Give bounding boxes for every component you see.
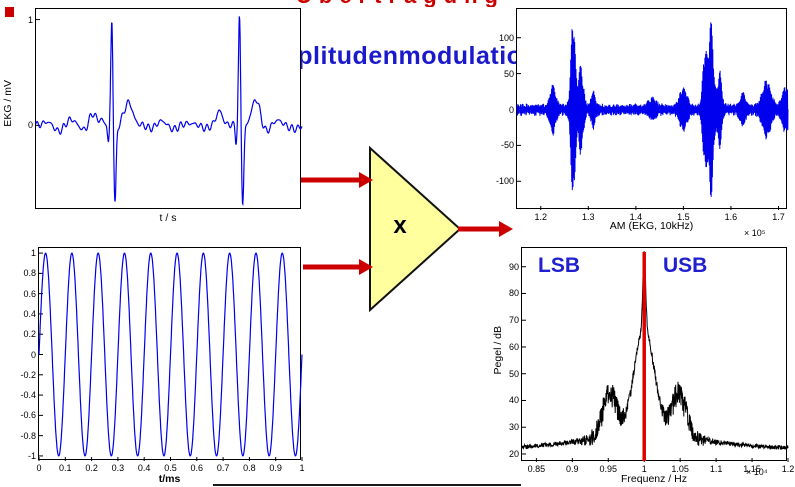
x-tick-label: 0.6 bbox=[190, 463, 204, 473]
y-tick-label: -0.8 bbox=[20, 430, 36, 441]
y-tick-label: 30 bbox=[508, 422, 519, 433]
x-tick-label: 1.1 bbox=[709, 464, 723, 474]
y-tick-label: 40 bbox=[508, 395, 519, 406]
y-tick-label: -100 bbox=[495, 176, 514, 187]
x-tick-label: 0.9 bbox=[566, 464, 579, 474]
y-tick-label: 0.8 bbox=[23, 268, 36, 279]
multiplier-symbol: x bbox=[393, 212, 407, 239]
x-tick-label: 1.2 bbox=[781, 464, 795, 474]
x-tick-label: 1 bbox=[299, 463, 305, 473]
y-tick-label: -0.6 bbox=[20, 410, 36, 421]
y-tick-label: 0 bbox=[508, 104, 514, 115]
multiplier-block bbox=[369, 145, 462, 313]
y-tick-label: 50 bbox=[503, 68, 514, 79]
x-tick-label: 0.4 bbox=[137, 463, 151, 473]
lsb-label: LSB bbox=[538, 254, 580, 277]
y-tick-label: 100 bbox=[498, 32, 514, 43]
am-x-axis-label: AM (EKG, 10kHz) bbox=[609, 220, 694, 232]
spectrum-x-axis-label: Frequenz / Hz bbox=[621, 473, 687, 485]
x-tick-label: 1.15 bbox=[743, 464, 761, 474]
y-tick-label: 0 bbox=[30, 349, 36, 360]
y-tick-label: 0.6 bbox=[23, 288, 36, 299]
am-trace-path bbox=[516, 22, 789, 197]
red-bullet bbox=[5, 7, 14, 17]
y-tick-label: 20 bbox=[508, 448, 519, 459]
x-tick-label: 1.5 bbox=[677, 212, 690, 222]
ekg-waveform bbox=[35, 16, 303, 207]
x-tick-label: 0.1 bbox=[59, 463, 72, 473]
y-tick-label: -0.4 bbox=[20, 390, 36, 401]
x-tick-label: 0.2 bbox=[85, 463, 98, 473]
spectrum-plot-area: 90 80 70 60 50 40 30 20 0.85 0.9 0.95 1 1.05 1.1 1.15 1… bbox=[509, 247, 794, 474]
y-tick-label: 0.4 bbox=[23, 308, 36, 319]
multiplier-triangle bbox=[369, 145, 462, 313]
y-tick-label: 80 bbox=[508, 288, 519, 299]
y-tick-label: 90 bbox=[508, 261, 519, 272]
bottom-divider-line bbox=[213, 484, 521, 486]
x-tick-label: 0.8 bbox=[243, 463, 256, 473]
y-tick-label: -0.2 bbox=[20, 369, 36, 380]
clipped-red-title: Übertragung bbox=[296, 0, 576, 7]
y-tick-label: 50 bbox=[508, 368, 519, 379]
y-tick-label: -1 bbox=[27, 450, 36, 461]
y-tick-label: -50 bbox=[500, 140, 514, 151]
x-tick-label: 0.95 bbox=[599, 464, 618, 474]
page-title: Amplitudenmodulation bbox=[256, 42, 539, 70]
am-waveform bbox=[516, 22, 789, 210]
x-tick-label: 0.3 bbox=[111, 463, 125, 473]
x-tick-label: 1.3 bbox=[582, 212, 595, 222]
x-tick-label: 1 bbox=[641, 464, 647, 474]
x-tick-label: 1.2 bbox=[534, 212, 548, 222]
am-plot-area: 100 50 0 -50 -100 1.2 1.3 1.4 1.5 1.6 1.7 bbox=[496, 8, 789, 222]
am-x-scale-multiplier: × 10⁵ bbox=[744, 228, 766, 238]
x-tick-label: 0 bbox=[36, 463, 42, 473]
arrow-head bbox=[499, 221, 513, 237]
carrier-x-axis-label: t/ms bbox=[158, 473, 181, 485]
clipped-red-title-text: Übertragung bbox=[296, 0, 505, 7]
spectrum-x-scale-multiplier: × 10⁴ bbox=[746, 467, 768, 477]
y-tick-label: 70 bbox=[508, 315, 519, 326]
y-tick-label: 60 bbox=[508, 341, 519, 352]
y-tick-label: 0.2 bbox=[23, 329, 36, 340]
x-tick-label: 0.5 bbox=[164, 463, 177, 473]
x-tick-label: 0.85 bbox=[527, 464, 546, 474]
y-tick-label: 1 bbox=[30, 248, 36, 259]
x-tick-label: 1.6 bbox=[724, 212, 738, 222]
x-tick-label: 1.7 bbox=[772, 212, 785, 222]
x-tick-label: 1.4 bbox=[629, 212, 643, 222]
x-tick-label: 0.7 bbox=[216, 463, 230, 473]
spectrum-trace-path bbox=[521, 251, 789, 450]
x-tick-label: 0.9 bbox=[269, 463, 282, 473]
ekg-trace-path bbox=[35, 16, 303, 207]
sine-trace-path bbox=[38, 252, 303, 457]
ekg-x-axis-label: t / s bbox=[159, 212, 177, 224]
x-tick-label: 1.05 bbox=[671, 464, 689, 474]
y-tick-label: 1 bbox=[27, 14, 33, 25]
usb-label: USB bbox=[663, 254, 708, 277]
spectrum-trace bbox=[521, 251, 789, 462]
y-tick-label: 0 bbox=[27, 120, 33, 131]
carrier-waveform bbox=[38, 252, 303, 461]
